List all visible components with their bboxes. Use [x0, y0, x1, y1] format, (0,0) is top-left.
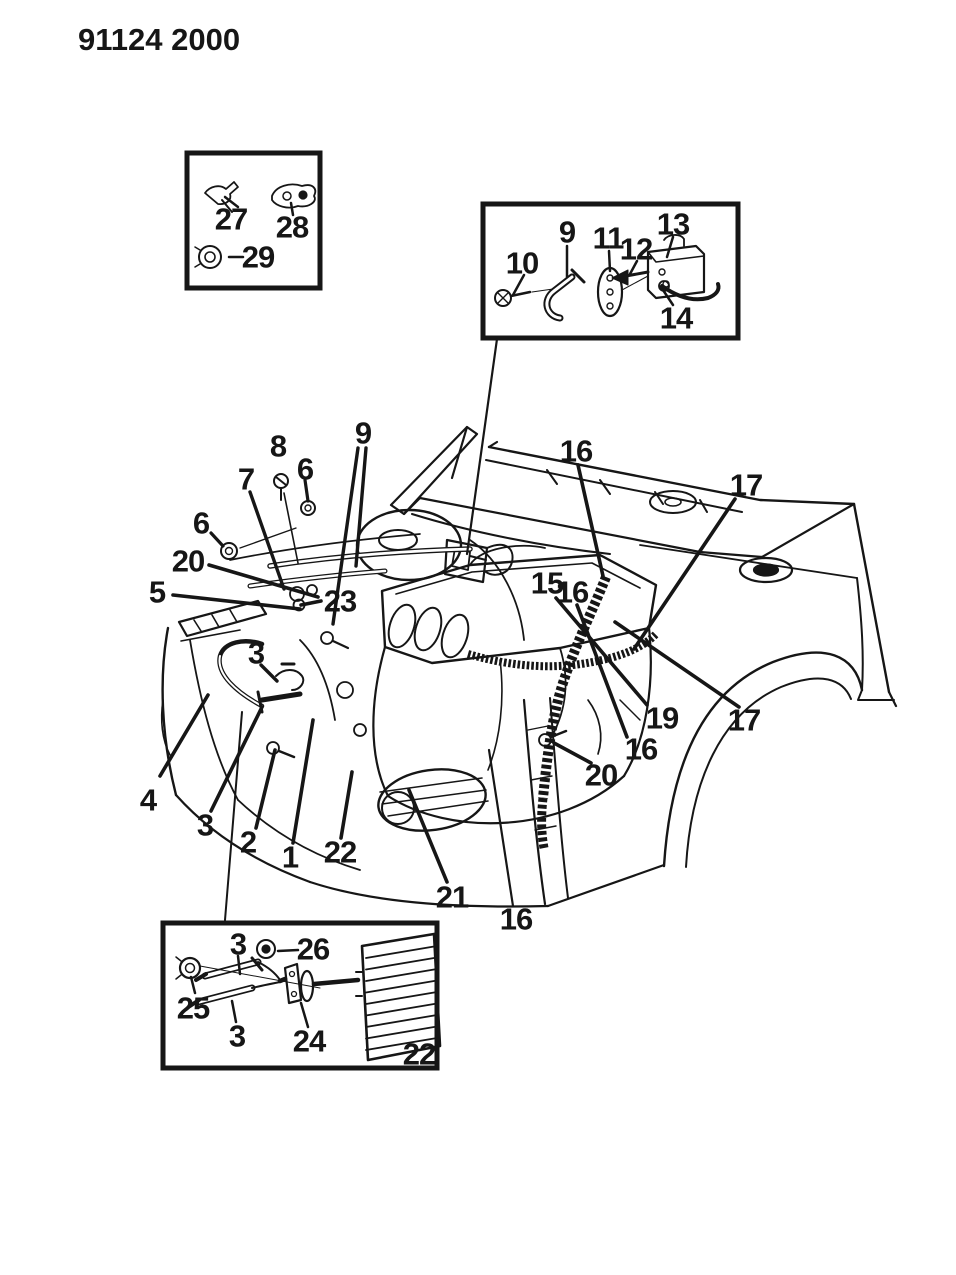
leader-line — [158, 693, 210, 778]
callout-19: 19 — [646, 701, 679, 736]
leader-line — [209, 705, 264, 813]
callout-22: 22 — [403, 1037, 435, 1072]
callout-15: 15 — [531, 566, 564, 601]
leader-line — [299, 1001, 310, 1029]
callout-2: 2 — [240, 825, 256, 860]
leader-line — [254, 748, 277, 830]
callout-3: 3 — [229, 1019, 246, 1054]
callout-24: 24 — [293, 1024, 327, 1059]
callout-17: 17 — [728, 703, 760, 738]
leader-line — [303, 478, 310, 503]
callout-23: 23 — [324, 584, 357, 619]
leader-line — [331, 446, 360, 626]
callout-22: 22 — [324, 835, 356, 870]
leader-line — [189, 975, 197, 995]
callout-5: 5 — [149, 575, 166, 610]
callout-8: 8 — [270, 429, 287, 464]
callout-9: 9 — [355, 416, 372, 451]
leader-line — [575, 603, 629, 739]
leader-line — [339, 770, 354, 840]
callout-20: 20 — [172, 544, 204, 579]
callout-3: 3 — [230, 927, 247, 962]
leader-line — [289, 201, 295, 217]
inset-box-fittings-27-28-29 — [184, 150, 323, 291]
leader-line — [607, 249, 612, 273]
leader-line — [171, 593, 302, 611]
inset-box-heater-core-22-26 — [160, 920, 440, 1071]
leader-line — [239, 527, 297, 549]
callout-28: 28 — [276, 210, 309, 245]
callout-17: 17 — [730, 468, 762, 503]
callout-16: 16 — [560, 434, 593, 469]
callout-14: 14 — [660, 301, 694, 336]
leader-line — [283, 492, 299, 564]
leader-line — [665, 235, 675, 259]
leader-line — [224, 711, 243, 921]
leader-line — [628, 259, 639, 276]
callout-10: 10 — [506, 246, 538, 281]
leader-line — [487, 748, 515, 908]
leader-line — [632, 497, 737, 651]
callout-29: 29 — [242, 240, 275, 275]
inset-box-expansion-valve-9-14 — [480, 201, 741, 341]
part-number: 91124 2000 — [78, 22, 240, 57]
leader-line — [207, 563, 320, 599]
callout-16: 16 — [625, 732, 658, 767]
callout-12: 12 — [620, 232, 652, 267]
callout-3: 3 — [248, 636, 265, 671]
leader-line — [576, 463, 605, 578]
callout-25: 25 — [177, 991, 210, 1026]
leader-line — [613, 620, 741, 709]
callout-16: 16 — [500, 902, 533, 937]
callout-6: 6 — [297, 452, 314, 487]
leader-line — [659, 285, 675, 307]
callout-20: 20 — [585, 758, 617, 793]
leader-line — [223, 195, 240, 209]
leader-line — [259, 663, 279, 683]
leader-line — [291, 718, 315, 845]
callout-27: 27 — [215, 202, 247, 237]
callout-9: 9 — [559, 215, 576, 250]
callout-26: 26 — [297, 932, 330, 967]
callout-4: 4 — [140, 783, 158, 818]
leader-line — [554, 596, 649, 707]
leader-line — [407, 788, 449, 884]
callout-7: 7 — [238, 462, 254, 497]
leader-line — [465, 337, 499, 556]
callout-21: 21 — [436, 880, 469, 915]
leader-line — [552, 741, 593, 765]
leader-line — [299, 599, 323, 607]
callout-6: 6 — [193, 506, 210, 541]
leader-line — [236, 954, 242, 976]
callout-13: 13 — [657, 207, 690, 242]
leader-line — [354, 446, 368, 568]
car-line-art — [160, 181, 898, 1062]
leader-line — [276, 948, 300, 953]
leader-line — [248, 490, 286, 591]
callout-3: 3 — [197, 808, 214, 843]
leader-line — [230, 999, 238, 1024]
callout-11: 11 — [593, 221, 625, 256]
leader-line — [511, 273, 526, 297]
leader-line — [209, 531, 225, 548]
callout-1: 1 — [282, 840, 299, 875]
callout-16: 16 — [556, 575, 589, 610]
